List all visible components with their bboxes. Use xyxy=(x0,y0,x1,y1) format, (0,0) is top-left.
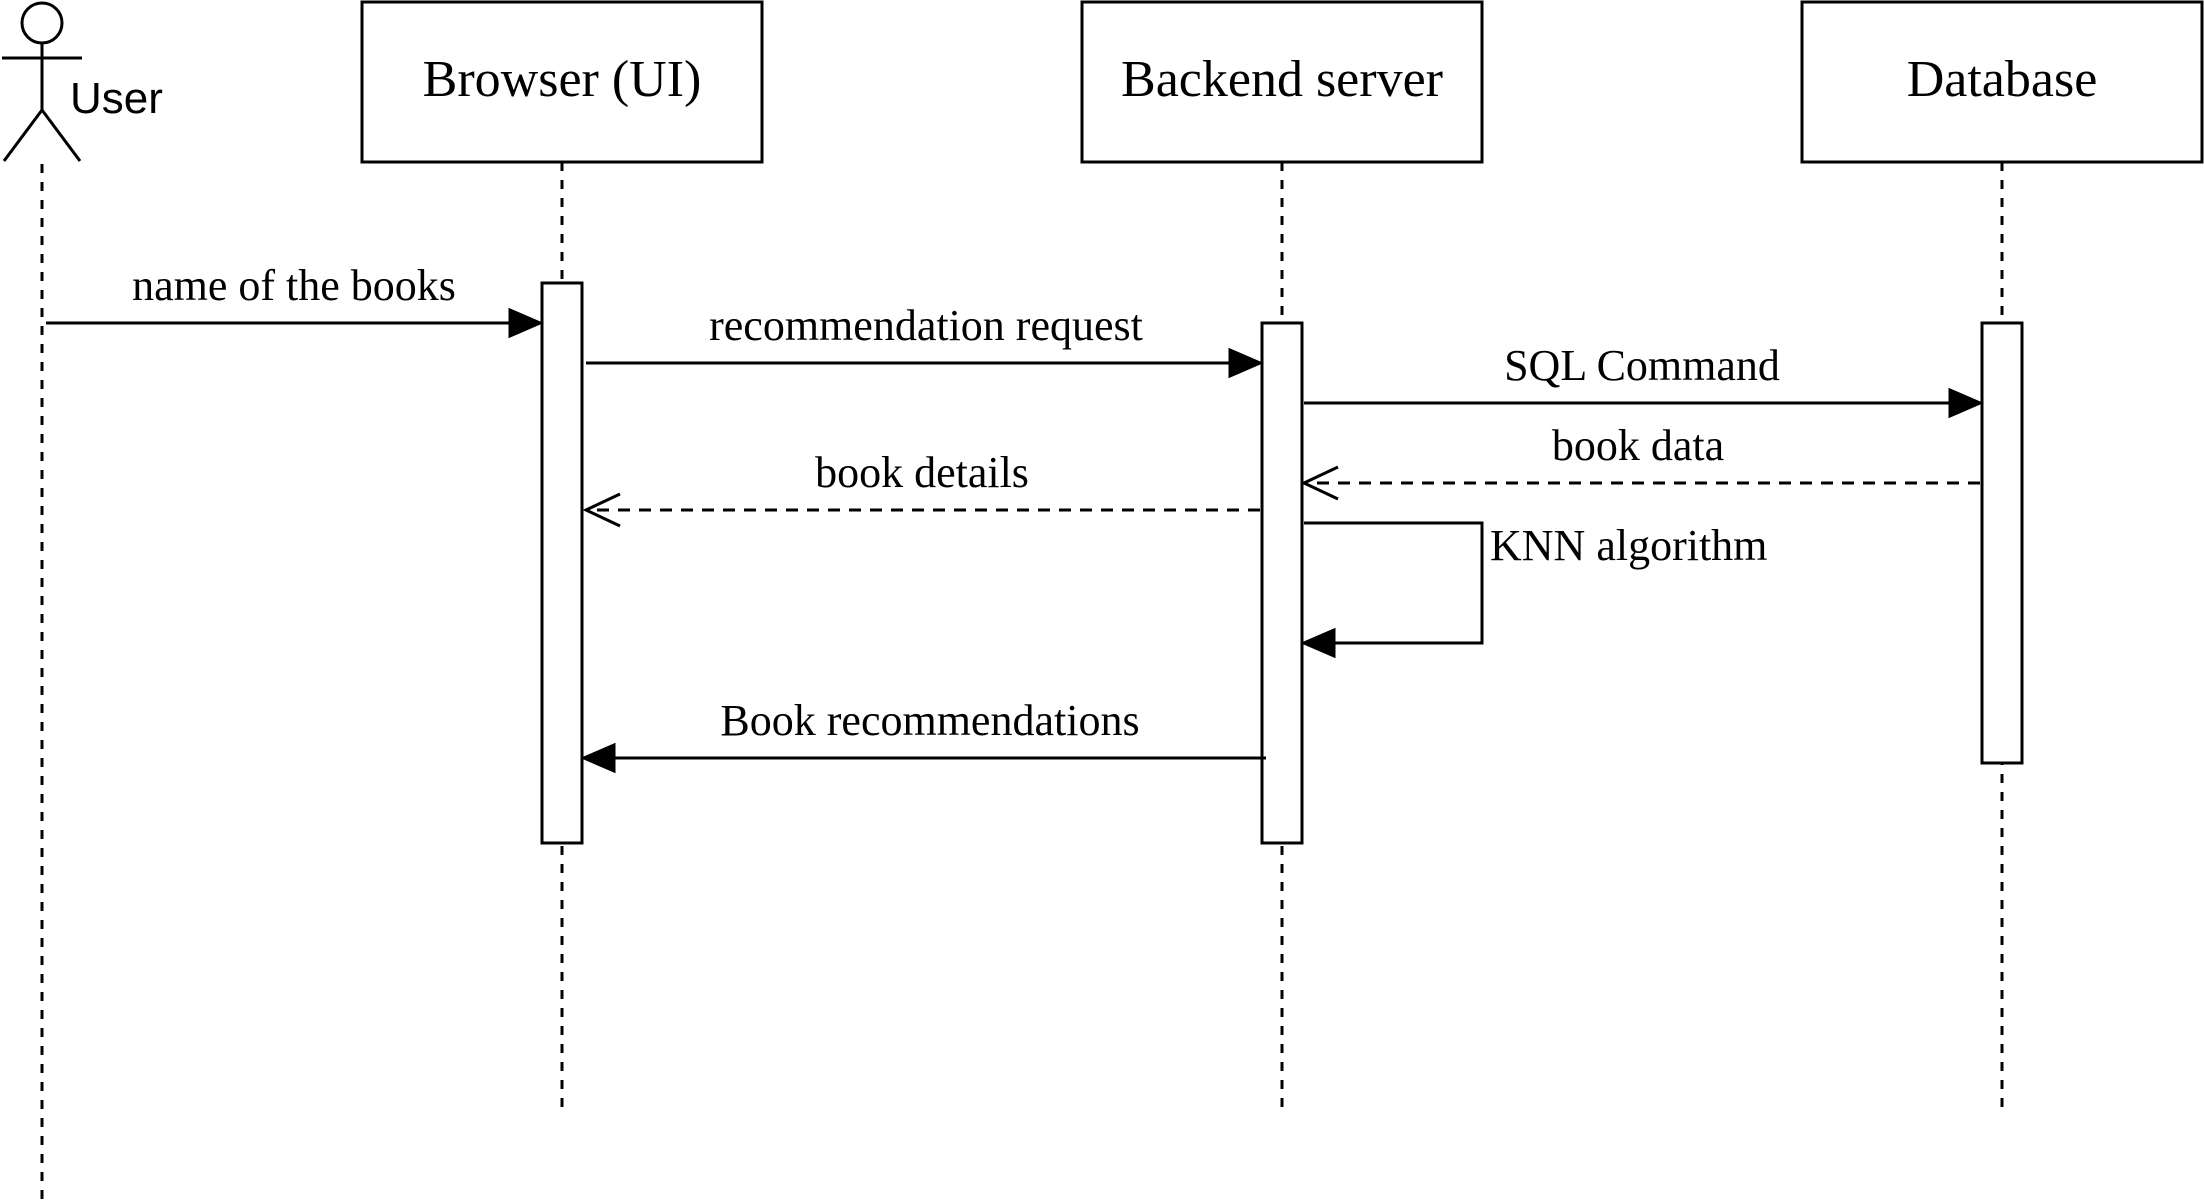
participant-backend: Backend server xyxy=(1080,0,1484,164)
message-knn-algorithm: KNN algorithm xyxy=(1300,521,1767,659)
arrowhead-open xyxy=(582,492,621,528)
arrowhead-open xyxy=(1300,465,1339,501)
arrowhead xyxy=(1300,627,1336,659)
message-label: book details xyxy=(815,448,1029,497)
actor-head xyxy=(20,1,64,45)
participant-database: Database xyxy=(1800,0,2204,164)
participant-browser: Browser (UI) xyxy=(360,0,764,164)
message-label: SQL Command xyxy=(1504,341,1780,390)
message-book-recommendations: Book recommendations xyxy=(580,696,1266,774)
participant-label: Backend server xyxy=(1121,51,1443,108)
actor-label: User xyxy=(70,74,163,123)
arrowhead xyxy=(580,742,616,774)
activation-database xyxy=(1980,321,2024,765)
message-label: KNN algorithm xyxy=(1490,521,1767,570)
actor-left-leg xyxy=(2,109,44,162)
actor-right-leg xyxy=(40,109,82,162)
message-label: Book recommendations xyxy=(720,696,1139,745)
arrowhead xyxy=(508,307,544,339)
message-label: book data xyxy=(1552,421,1724,470)
arrowhead xyxy=(1948,387,1984,419)
message-sql-command: SQL Command xyxy=(1304,341,1984,419)
activation-browser xyxy=(540,281,584,845)
message-recommendation-request: recommendation request xyxy=(586,301,1264,379)
message-book-data: book data xyxy=(1300,421,1980,501)
activation-backend xyxy=(1260,321,1304,845)
actor-user: User xyxy=(2,1,163,162)
message-label: name of the books xyxy=(132,261,456,310)
message-label: recommendation request xyxy=(709,301,1143,350)
message-book-details: book details xyxy=(582,448,1260,528)
participant-label: Browser (UI) xyxy=(423,51,702,108)
message-name-of-the-books: name of the books xyxy=(46,261,544,339)
arrowhead xyxy=(1228,347,1264,379)
participant-label: Database xyxy=(1907,51,2098,108)
